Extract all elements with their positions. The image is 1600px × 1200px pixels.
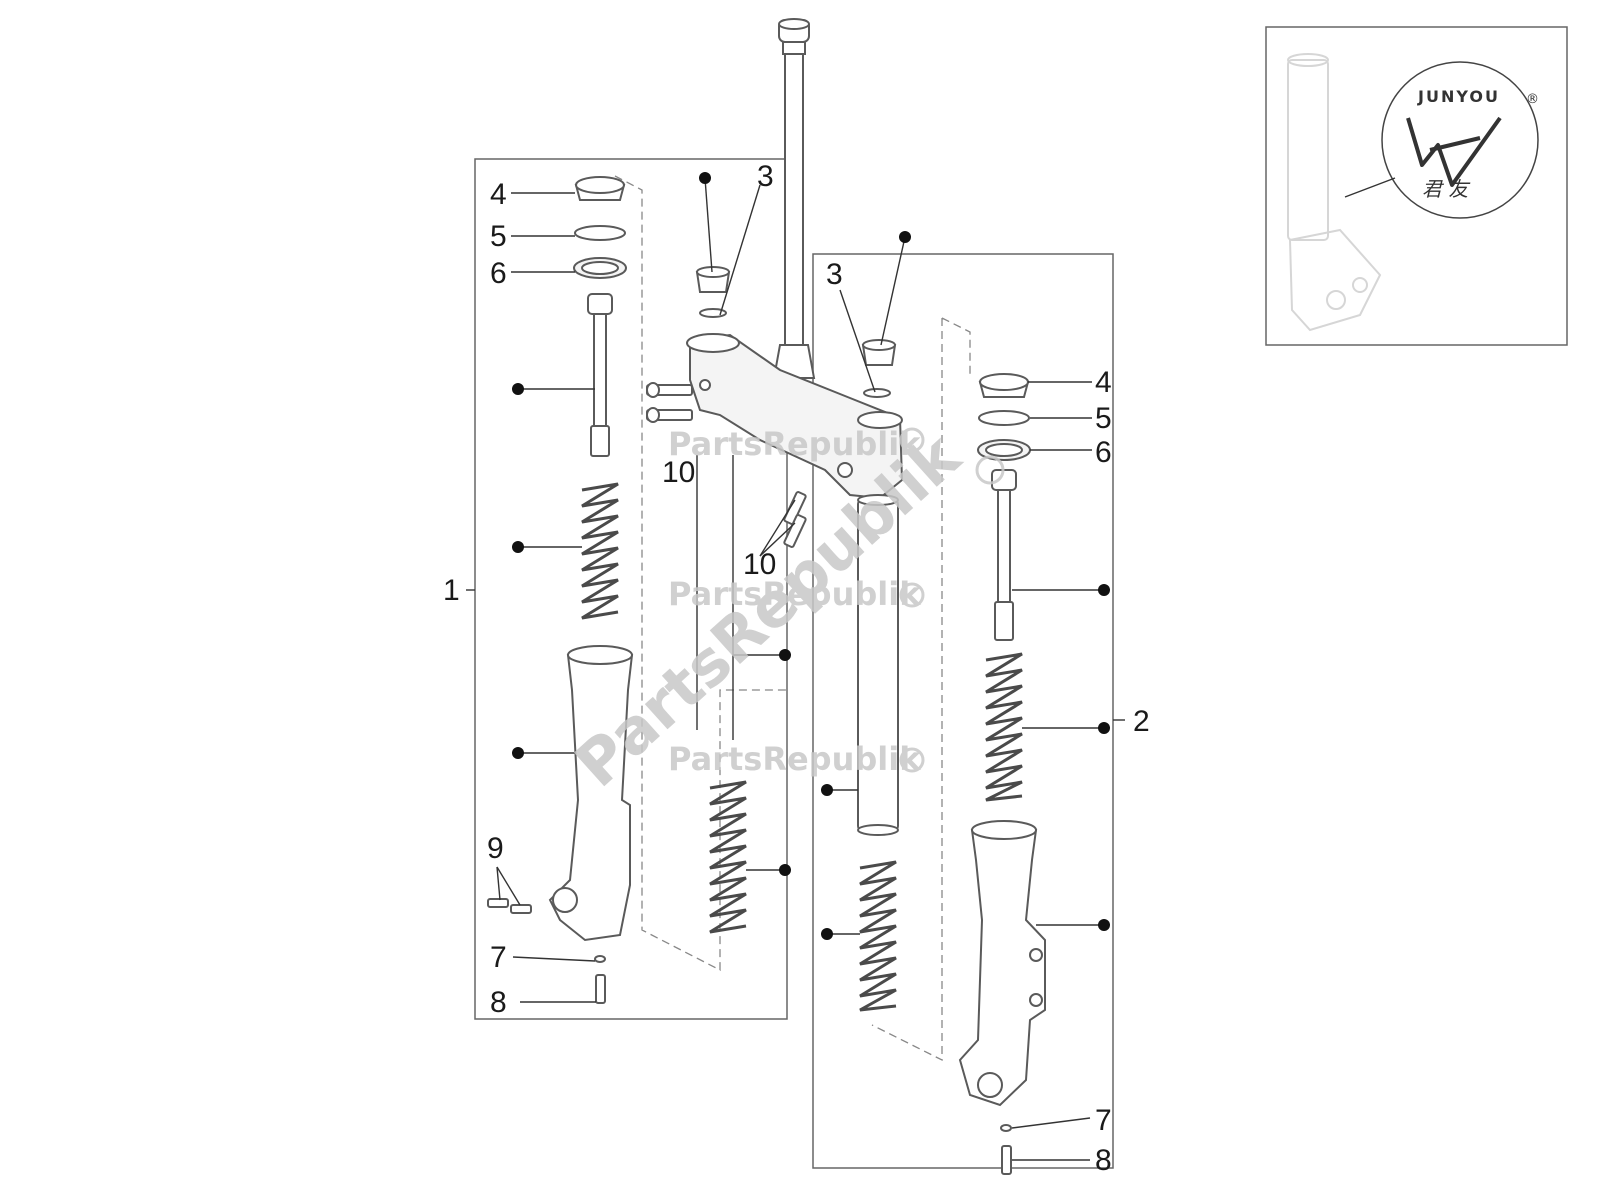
left-oil-seal bbox=[573, 257, 627, 279]
callout-1: 1 bbox=[443, 574, 460, 607]
callout-3-center: 3 bbox=[757, 160, 774, 193]
callout-6-right: 6 bbox=[1095, 436, 1112, 469]
right-dash-outline bbox=[871, 317, 971, 1062]
callout-7-left: 7 bbox=[490, 941, 507, 974]
callout-5-left: 5 bbox=[490, 220, 507, 253]
left-damper-rod bbox=[587, 293, 613, 457]
callout-10-upper: 10 bbox=[662, 456, 695, 489]
callout-3-right: 3 bbox=[826, 258, 843, 291]
reference-dots bbox=[512, 172, 1110, 940]
callout-4-left: 4 bbox=[490, 178, 507, 211]
callout-8-right: 8 bbox=[1095, 1144, 1112, 1177]
callout-7-right: 7 bbox=[1095, 1104, 1112, 1137]
bolts-lower bbox=[783, 491, 807, 548]
center-spring-lower bbox=[709, 780, 747, 934]
bolts-upper bbox=[646, 382, 693, 423]
inner-tubes bbox=[696, 455, 899, 836]
brand-name: JUNYOU bbox=[1417, 87, 1500, 106]
inset-panel: JUNYOU ® 君 友 bbox=[1265, 26, 1568, 346]
left-dash-outline bbox=[614, 175, 787, 972]
callout-4-right: 4 bbox=[1095, 366, 1112, 399]
left-bolts-9 bbox=[487, 898, 532, 914]
triple-clamp bbox=[686, 333, 904, 500]
inset-fork-ghost bbox=[1287, 53, 1382, 332]
gear-icon bbox=[899, 427, 1005, 773]
brand-logo-mark bbox=[1406, 116, 1502, 187]
brand-chinese: 君 友 bbox=[1422, 177, 1471, 201]
right-spring-bottom bbox=[859, 860, 897, 1012]
callout-5-right: 5 bbox=[1095, 402, 1112, 435]
left-washer-7 bbox=[594, 955, 606, 963]
left-spring-upper bbox=[581, 482, 619, 620]
watermark-text-1: PartsRepublik bbox=[668, 425, 921, 463]
callout-numbers: 4 5 6 1 9 7 8 3 3 10 10 4 5 6 2 7 8 bbox=[443, 160, 1150, 1177]
right-circlip bbox=[978, 410, 1030, 426]
callout-10-lower: 10 bbox=[743, 548, 776, 581]
inset-logo-bubble bbox=[1381, 61, 1539, 219]
callout-8-left: 8 bbox=[490, 986, 507, 1019]
registered-mark: ® bbox=[1526, 92, 1539, 107]
cap-plug-right bbox=[861, 339, 897, 398]
right-washer-7 bbox=[1000, 1124, 1012, 1132]
right-damper-rod bbox=[991, 469, 1017, 641]
right-bolt-8 bbox=[1001, 1145, 1012, 1175]
right-oil-seal bbox=[977, 439, 1031, 461]
leader-lines bbox=[466, 177, 1125, 1161]
watermarks: PartsRepublik PartsRepublik PartsRepubli… bbox=[561, 418, 1005, 801]
callout-6-left: 6 bbox=[490, 257, 507, 290]
right-assembly-box bbox=[812, 253, 1114, 1169]
left-outer-slider bbox=[548, 645, 634, 942]
right-spring-upper bbox=[985, 652, 1023, 802]
steering-stem bbox=[772, 18, 816, 379]
watermark-text-3: PartsRepublik bbox=[668, 740, 921, 778]
left-assembly-box bbox=[474, 158, 788, 1020]
callout-2: 2 bbox=[1133, 705, 1150, 738]
left-bolt-8 bbox=[595, 974, 606, 1004]
right-dust-seal bbox=[978, 373, 1030, 398]
right-outer-slider bbox=[958, 820, 1046, 1107]
watermark-text-2: PartsRepublik bbox=[668, 575, 921, 613]
callout-9: 9 bbox=[487, 832, 504, 865]
cap-plug-left bbox=[695, 266, 731, 318]
left-dust-seal bbox=[574, 176, 626, 201]
left-circlip bbox=[574, 225, 626, 241]
